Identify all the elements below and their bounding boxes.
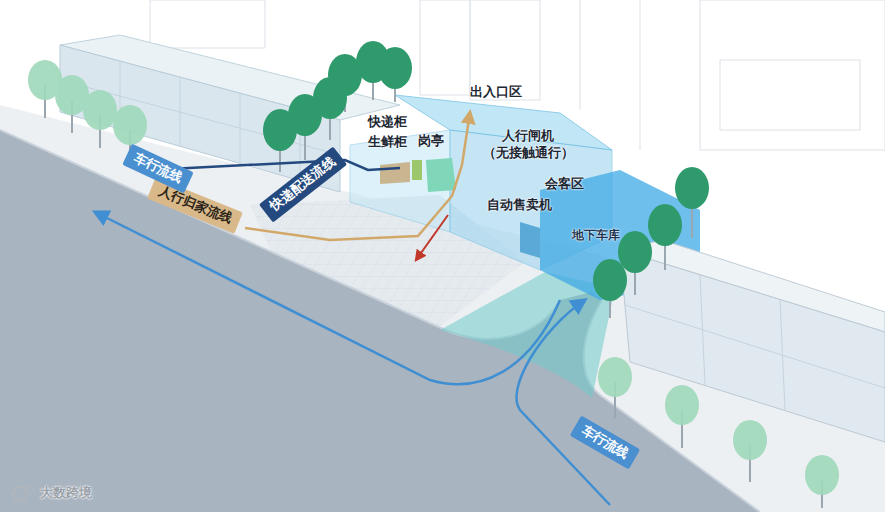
zone-label: 快递柜	[368, 114, 407, 131]
flow-tag: 车行流线	[570, 415, 640, 469]
watermark: 大数跨境	[40, 485, 92, 502]
flow-label: 车行流线	[131, 149, 185, 186]
flow-label: 人行归家流线	[156, 183, 235, 228]
zone-label: 生鲜柜	[368, 134, 407, 151]
zone-label: 岗亭	[418, 133, 444, 150]
zone-label: 地下车库	[572, 228, 620, 244]
zone-label: 自动售卖机	[487, 197, 552, 214]
flow-label: 快递配送流线	[267, 153, 339, 214]
flow-label: 车行流线	[578, 422, 631, 463]
zone-label: 会客区	[545, 176, 584, 193]
flow-tag: 快递配送流线	[259, 146, 347, 222]
zone-label: 人行闸机 （无接触通行）	[478, 128, 578, 162]
flow-tag: 人行归家流线	[147, 177, 243, 233]
zone-label: 出入口区	[470, 84, 522, 101]
